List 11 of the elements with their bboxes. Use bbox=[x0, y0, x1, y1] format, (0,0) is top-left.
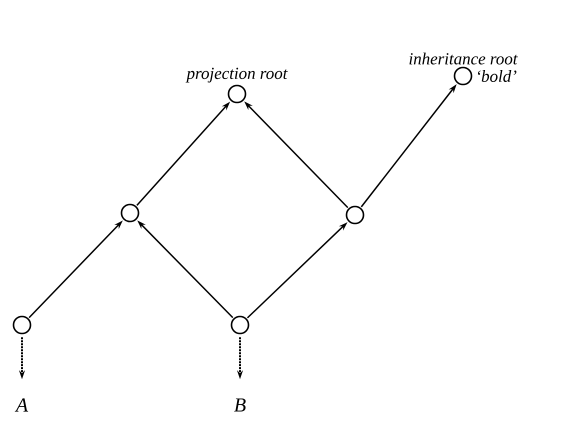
node-label: inheritance root bbox=[409, 52, 518, 65]
letter-label: A bbox=[14, 398, 28, 412]
node-label: projection root bbox=[186, 68, 288, 83]
circle-node bbox=[346, 206, 364, 224]
circle-node bbox=[120, 204, 140, 222]
circle-node bbox=[230, 316, 250, 334]
circle-node: projection root bbox=[186, 68, 288, 104]
node-label: ‘bold’ bbox=[478, 70, 516, 82]
circle-node bbox=[12, 316, 32, 334]
letter-label: B bbox=[234, 398, 246, 412]
circle-node: inheritance root ‘bold’ bbox=[409, 52, 518, 86]
